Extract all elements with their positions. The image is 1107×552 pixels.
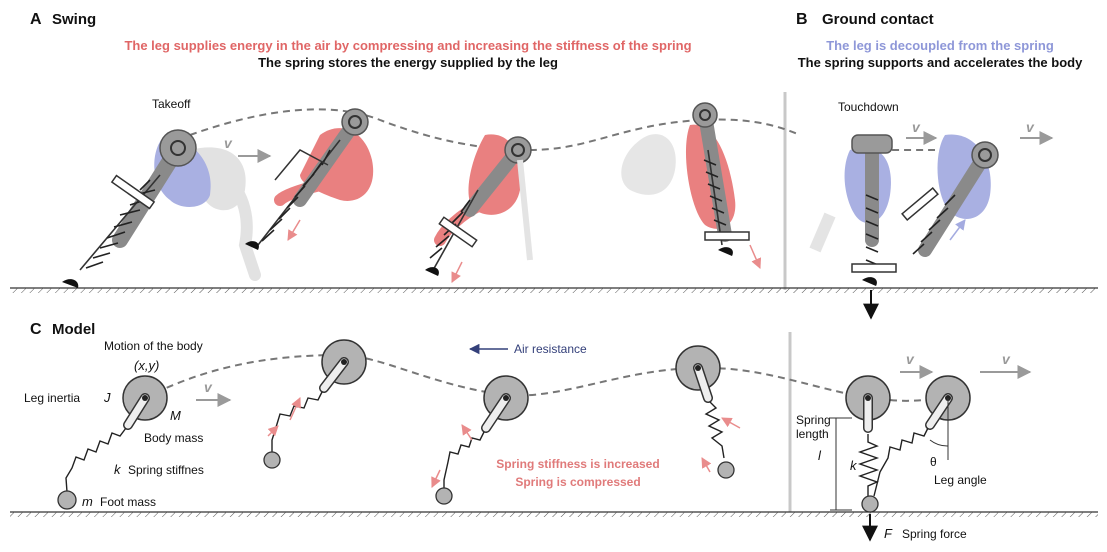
ground-bottom — [10, 511, 1098, 517]
foot-mass-label: Foot mass — [100, 495, 156, 509]
red-arrow-c4a — [721, 417, 741, 429]
red-arrow-4 — [749, 244, 762, 269]
robot-swing-2 — [245, 108, 374, 250]
model-stance — [873, 375, 971, 497]
F-symbol: F — [884, 526, 893, 541]
panel-a-title: Swing — [52, 11, 96, 28]
panel-a-subtitle-black: The spring stores the energy supplied by… — [258, 55, 558, 70]
body-mass-label: Body mass — [144, 431, 203, 445]
velocity-b1: v — [912, 119, 921, 135]
model-touchdown — [845, 375, 891, 513]
red-arrow-c2b — [267, 425, 279, 437]
spring-length-label-1: Spring — [796, 413, 831, 427]
panel-a-letter: A — [30, 11, 42, 28]
spring-note-2: Spring is compressed — [515, 475, 640, 489]
takeoff-label: Takeoff — [152, 97, 191, 111]
model-swing-3 — [435, 375, 529, 505]
M-symbol: M — [170, 408, 181, 423]
model-takeoff — [57, 375, 168, 510]
red-arrow-c3b — [431, 469, 441, 488]
model-swing-2 — [263, 339, 367, 469]
spring-stiffness-label: Spring stiffnes — [128, 463, 204, 477]
k-symbol-2: k — [850, 458, 858, 473]
robot-swing-3 — [425, 134, 533, 276]
red-arrow-2 — [287, 219, 301, 241]
xy-label: (x,y) — [134, 358, 159, 373]
theta-symbol: θ — [930, 455, 937, 469]
J-symbol: J — [103, 390, 111, 405]
red-arrow-3 — [451, 261, 463, 283]
panel-c-title: Model — [52, 321, 95, 338]
model-swing-4 — [675, 345, 735, 479]
ground-top — [10, 287, 1098, 293]
red-arrow-c2a — [289, 397, 301, 421]
red-arrow-c3a — [461, 424, 473, 441]
panel-b-title: Ground contact — [822, 11, 934, 28]
panel-b-subtitle-blue: The leg is decoupled from the spring — [826, 38, 1054, 53]
spring-force-label: Spring force — [902, 527, 967, 541]
leg-inertia-label: Leg inertia — [24, 391, 80, 405]
red-arrow-c4b — [701, 457, 712, 473]
motion-label: Motion of the body — [104, 339, 203, 353]
spring-length-label-2: length — [796, 427, 829, 441]
k-symbol: k — [114, 462, 122, 477]
robot-takeoff — [62, 129, 261, 288]
velocity-b2: v — [1026, 119, 1035, 135]
robot-stance — [901, 134, 999, 257]
panel-a-subtitle-red: The leg supplies energy in the air by co… — [124, 38, 691, 53]
leg-angle-label: Leg angle — [934, 473, 987, 487]
panel-c-letter: C — [30, 321, 42, 338]
spring-note-1: Spring stiffness is increased — [496, 457, 659, 471]
velocity-c2: v — [906, 351, 915, 367]
velocity-a1: v — [224, 135, 233, 151]
robot-touchdown — [809, 134, 897, 286]
velocity-c1: v — [204, 379, 213, 395]
spring-length-dimension — [830, 417, 852, 511]
velocity-c3: v — [1002, 351, 1011, 367]
panel-b-subtitle-black: The spring supports and accelerates the … — [798, 55, 1083, 70]
robot-swing-4 — [621, 102, 750, 256]
blue-arrow-b — [949, 219, 966, 241]
m-symbol: m — [82, 494, 93, 509]
l-symbol: l — [818, 448, 822, 463]
touchdown-label: Touchdown — [838, 100, 899, 114]
panel-b-letter: B — [796, 11, 808, 28]
air-resistance-label: Air resistance — [514, 342, 587, 356]
trajectory-c — [144, 353, 869, 399]
